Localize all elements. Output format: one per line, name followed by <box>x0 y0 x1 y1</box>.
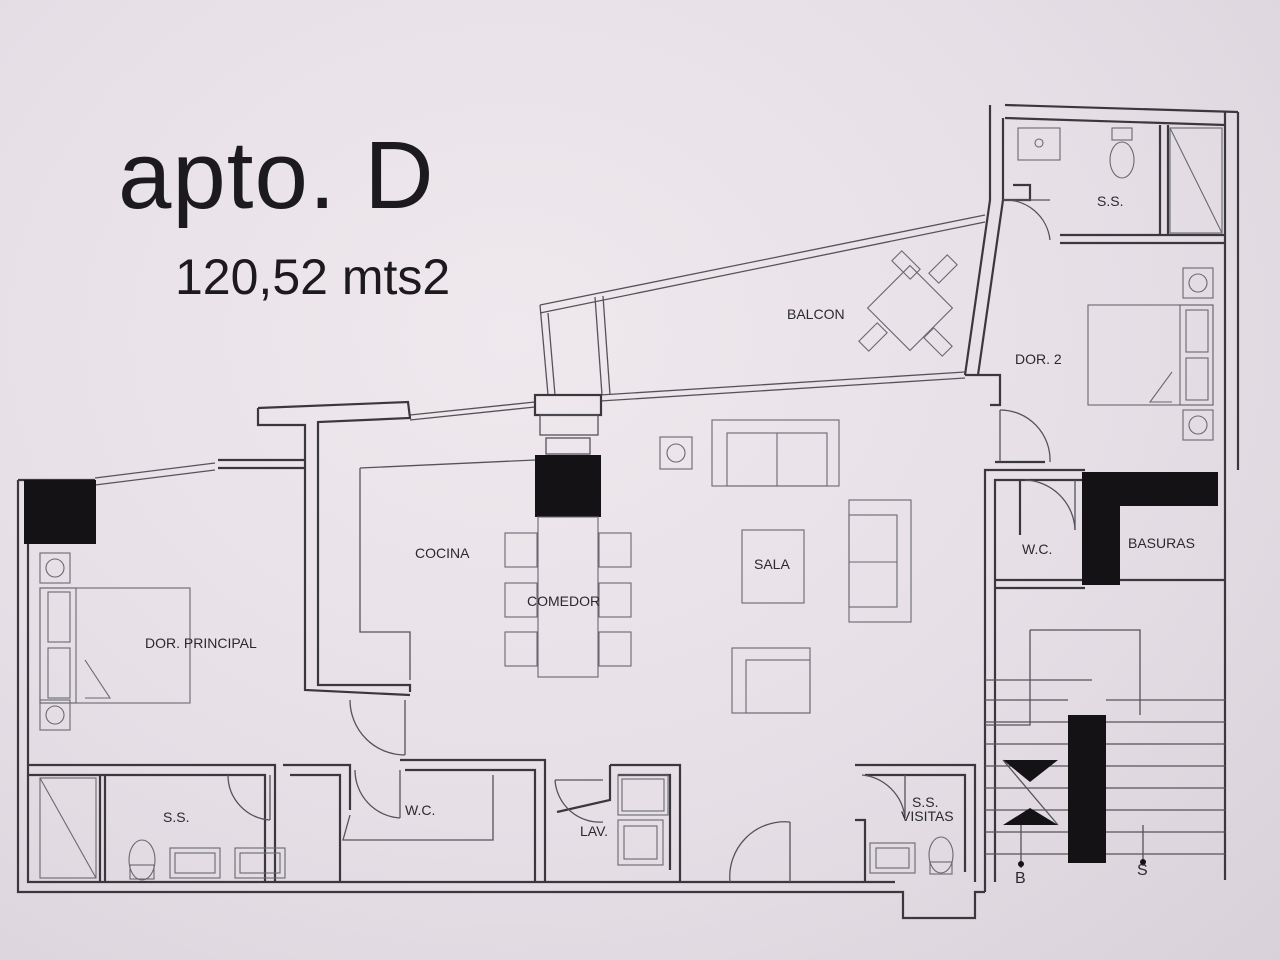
stair-label-b: B <box>1015 870 1026 887</box>
room-label-lav: LAV. <box>580 823 609 839</box>
room-label-visitas: VISITAS <box>901 808 954 824</box>
apartment-title: apto. D <box>118 122 435 229</box>
room-label-balcon: BALCON <box>787 306 845 322</box>
stairs <box>985 629 1225 868</box>
room-label-ss-top: S.S. <box>1097 193 1124 209</box>
room-label-ss-visitas: S.S. <box>912 794 939 810</box>
furniture <box>39 127 1223 881</box>
room-label-basuras: BASURAS <box>1128 535 1195 551</box>
room-label-ss-bottom: S.S. <box>163 809 190 825</box>
door-swings <box>227 199 1076 883</box>
room-label-wc-right: W.C. <box>1022 541 1053 557</box>
room-label-sala: SALA <box>754 556 790 572</box>
stair-label-s: S <box>1137 862 1148 879</box>
columns <box>24 455 1218 863</box>
room-label-cocina: COCINA <box>415 545 470 561</box>
room-label-dor2: DOR. 2 <box>1015 351 1062 367</box>
room-label-dor-principal: DOR. PRINCIPAL <box>145 635 257 651</box>
window-lines <box>94 214 986 486</box>
apartment-area: 120,52 mts2 <box>175 249 451 305</box>
room-label-wc-bottom: W.C. <box>405 802 436 818</box>
room-label-comedor: COMEDOR <box>527 593 601 609</box>
